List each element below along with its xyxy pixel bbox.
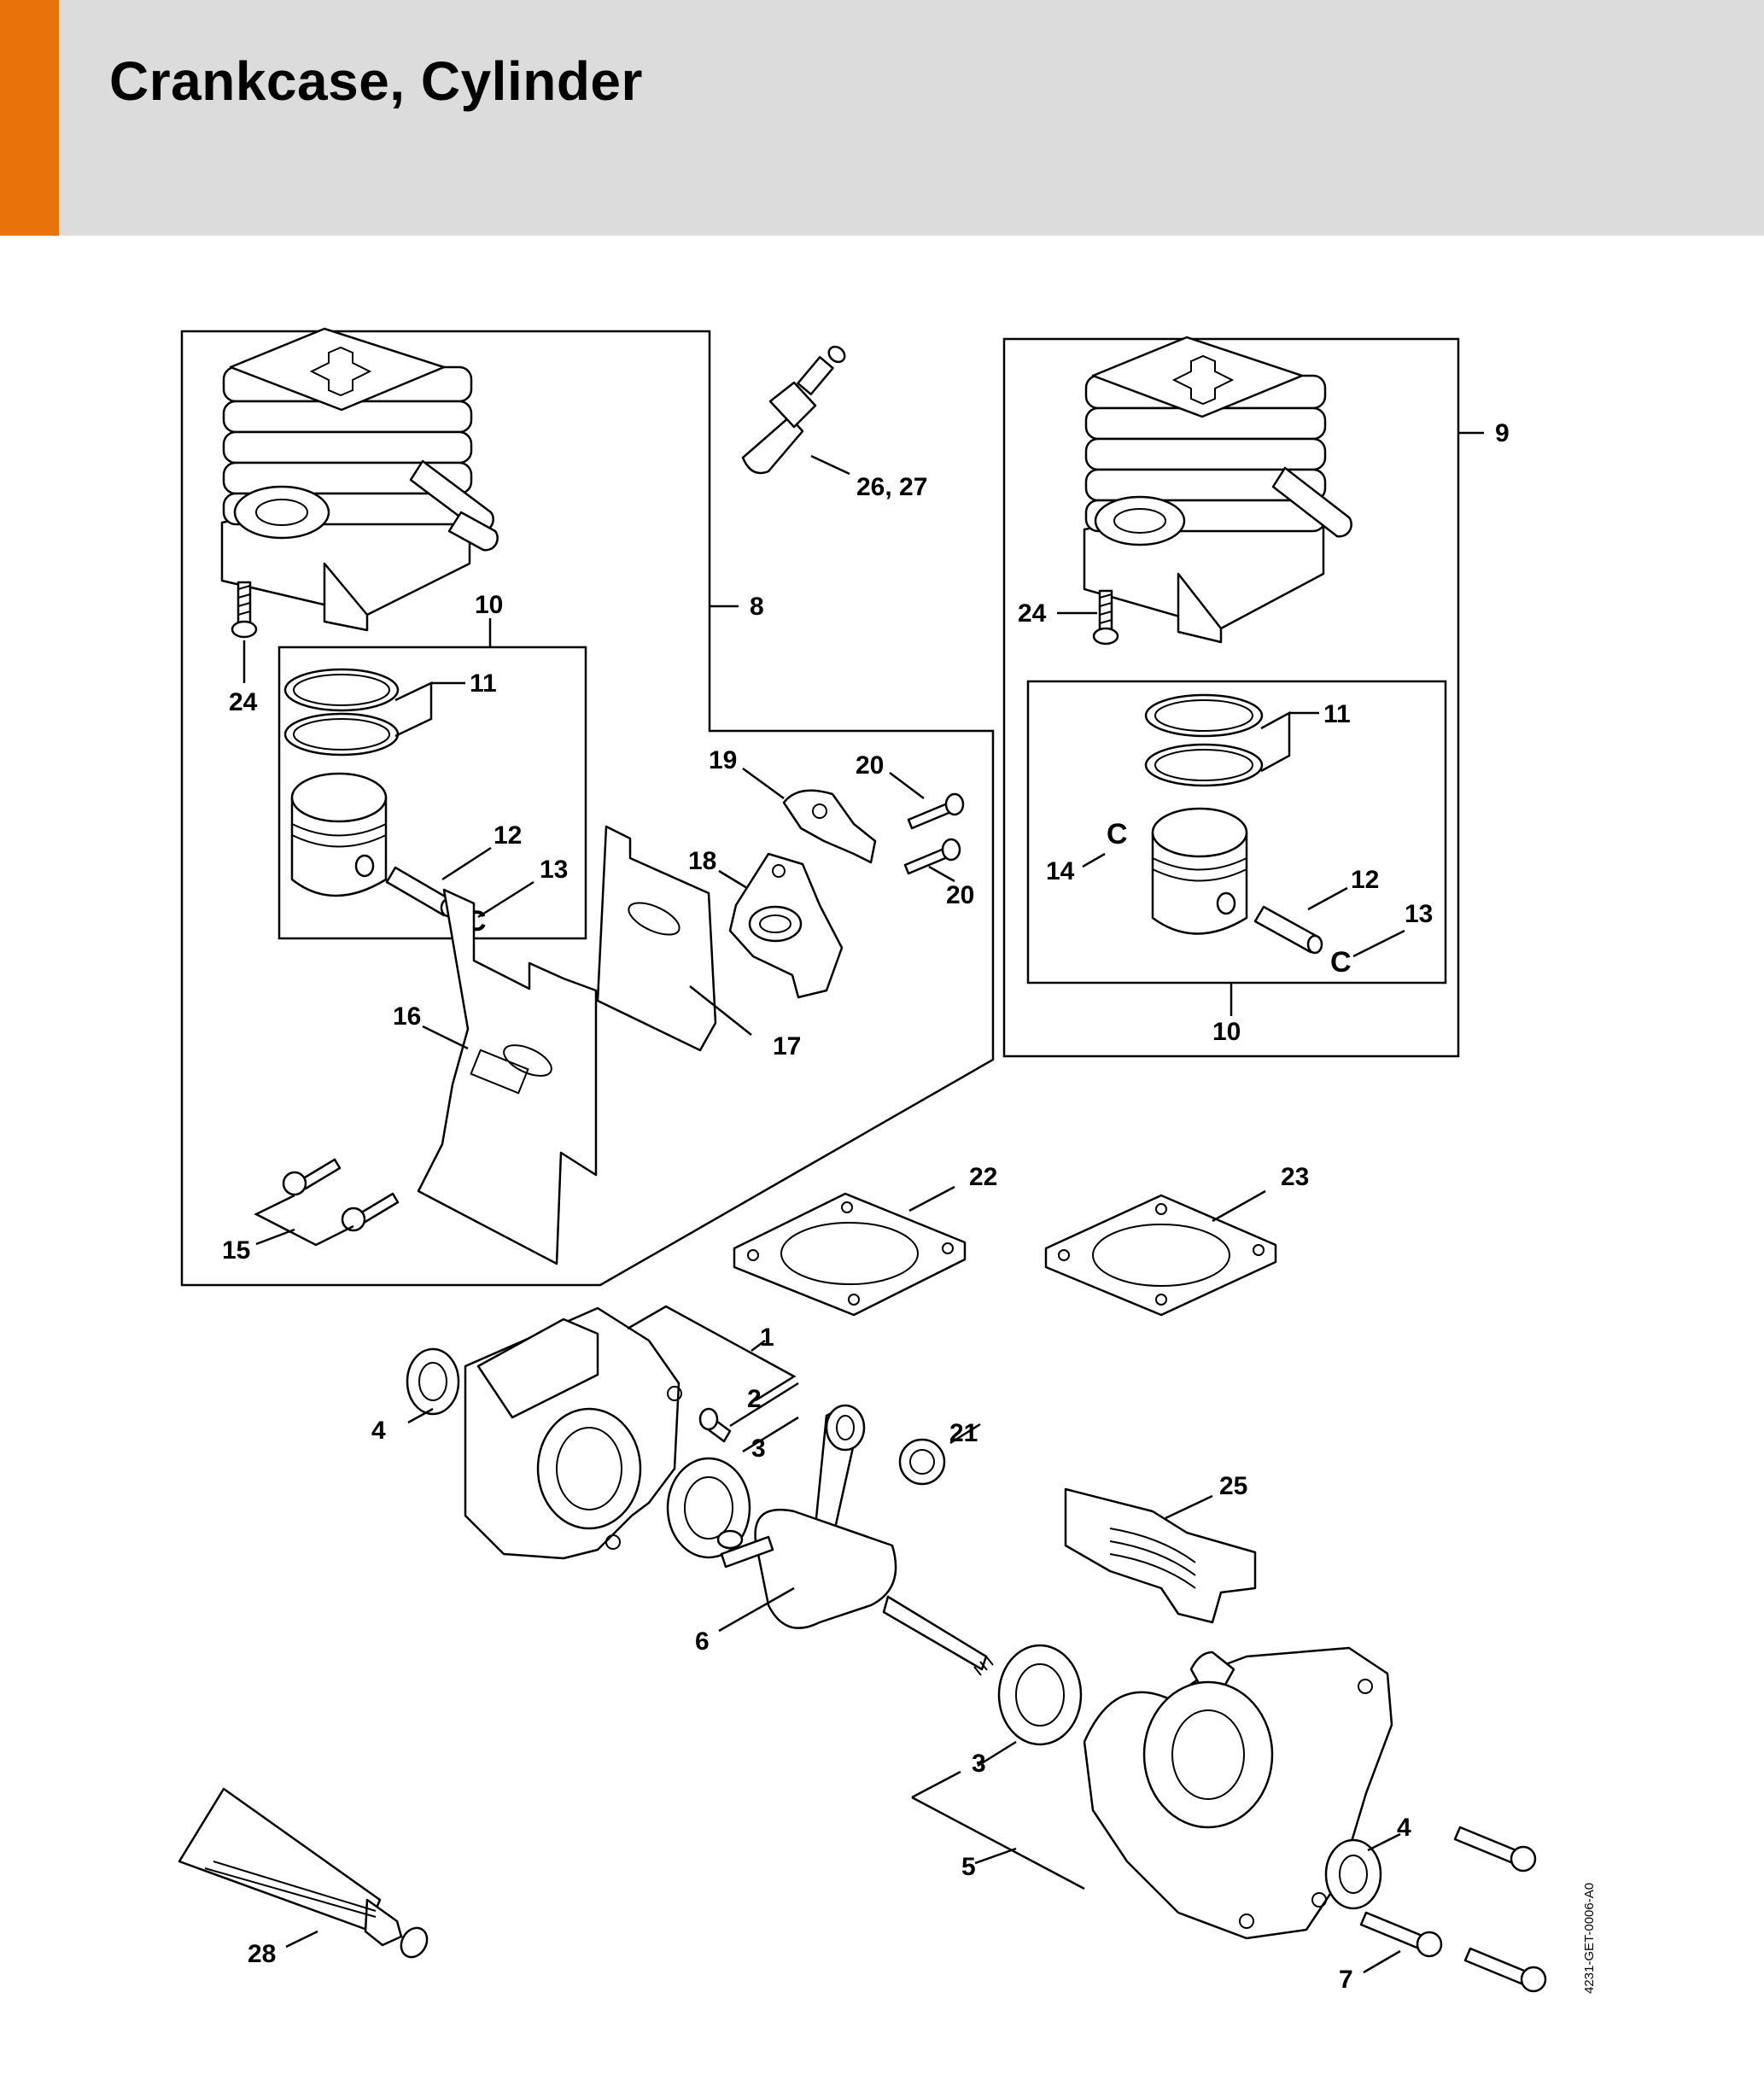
callout-7: 7: [1339, 1966, 1353, 1994]
piston-box-10-left: [277, 646, 587, 940]
crankshaft-6: [716, 1404, 994, 1676]
gasket-17: [596, 825, 717, 1052]
callout-10-right: 10: [1212, 1018, 1241, 1046]
impulse-part-19: [782, 789, 877, 864]
screw-20-upper: [907, 792, 965, 830]
callout-21: 21: [949, 1419, 978, 1447]
callout-8: 8: [750, 593, 764, 621]
circlip-14-glyph: C: [1107, 818, 1128, 850]
callout-25: 25: [1219, 1472, 1247, 1500]
callout-4-right: 4: [1397, 1814, 1411, 1842]
screw-7-middle: [1359, 1911, 1443, 1958]
callout-24-left: 24: [229, 688, 258, 716]
cylinder-gasket-23: [1044, 1194, 1277, 1317]
leader-lines: [242, 431, 1484, 1974]
crankcase-half-5: [1083, 1646, 1393, 1940]
screw-24-left: [231, 581, 258, 639]
intake-flange-18: [728, 852, 844, 999]
callout-3-upper: 3: [751, 1434, 766, 1463]
heat-shield-16: [417, 888, 598, 1265]
baffle-plate-25: [1064, 1487, 1257, 1624]
callout-3-lower: 3: [972, 1750, 986, 1778]
header-accent-bar: [0, 0, 59, 236]
screw-7-bottom: [1463, 1947, 1547, 1993]
piston-rings-11-right: [1144, 693, 1264, 787]
callout-9: 9: [1495, 419, 1510, 447]
callout-13-right: 13: [1405, 900, 1433, 928]
callout-13-left: 13: [540, 856, 568, 884]
callout-12-left: 12: [494, 821, 522, 850]
page-header: Crankcase, Cylinder: [0, 0, 1764, 236]
callout-16: 16: [393, 1002, 421, 1031]
piston-pin-12-right: [1253, 905, 1323, 955]
screw-15-lower: [341, 1192, 400, 1232]
image-code: 4231-GET-0006-A0: [1582, 1883, 1597, 1994]
assembly-box-9: [1002, 337, 1460, 1058]
crankcase-half-1: [464, 1306, 682, 1560]
spark-plug-26-27: [741, 345, 846, 475]
cylinder-right: [1083, 336, 1352, 644]
callout-20-upper: 20: [856, 751, 884, 780]
callout-11-right: 11: [1323, 700, 1351, 728]
callout-23: 23: [1281, 1163, 1309, 1191]
screw-24-right: [1092, 589, 1119, 646]
ball-bearing-3-lower: [997, 1644, 1083, 1746]
piston-rings-11-left: [283, 668, 400, 757]
callout-4-left: 4: [371, 1417, 386, 1445]
circlip-13-right-glyph: C: [1330, 946, 1352, 979]
callout-22: 22: [969, 1163, 997, 1191]
callout-10-left: 10: [475, 591, 503, 619]
assembly-box-8: [180, 330, 995, 1287]
screw-7-top: [1453, 1826, 1537, 1873]
callout-18: 18: [688, 847, 716, 875]
callout-28: 28: [248, 1940, 276, 1968]
callout-6: 6: [695, 1627, 710, 1656]
callout-1: 1: [760, 1323, 774, 1352]
callout-11-left: 11: [470, 669, 497, 698]
sleeve-2: [698, 1407, 732, 1443]
callout-19: 19: [709, 746, 737, 774]
grease-tube-28: [178, 1787, 429, 1959]
callout-14: 14: [1046, 857, 1075, 885]
cylinder-gasket-22: [733, 1192, 967, 1317]
needle-cage-21: [898, 1438, 946, 1486]
cylinder-left: [220, 327, 499, 632]
callout-17: 17: [773, 1032, 801, 1060]
callout-20-lower: 20: [946, 881, 974, 909]
piston-box-10-right: [1026, 680, 1447, 984]
screw-20-lower: [903, 838, 961, 875]
page-title: Crankcase, Cylinder: [109, 50, 643, 112]
piston-left: [290, 772, 388, 897]
callout-5: 5: [961, 1853, 976, 1881]
callout-12-right: 12: [1351, 866, 1379, 894]
screw-15-upper: [282, 1158, 342, 1196]
callout-2: 2: [747, 1385, 762, 1413]
oil-seal-4-right: [1324, 1838, 1382, 1910]
piston-right: [1151, 807, 1248, 935]
callout-26-27: 26, 27: [856, 473, 927, 501]
callout-24-right: 24: [1018, 599, 1047, 628]
callout-15: 15: [222, 1236, 250, 1265]
oil-seal-4-left: [406, 1347, 460, 1416]
